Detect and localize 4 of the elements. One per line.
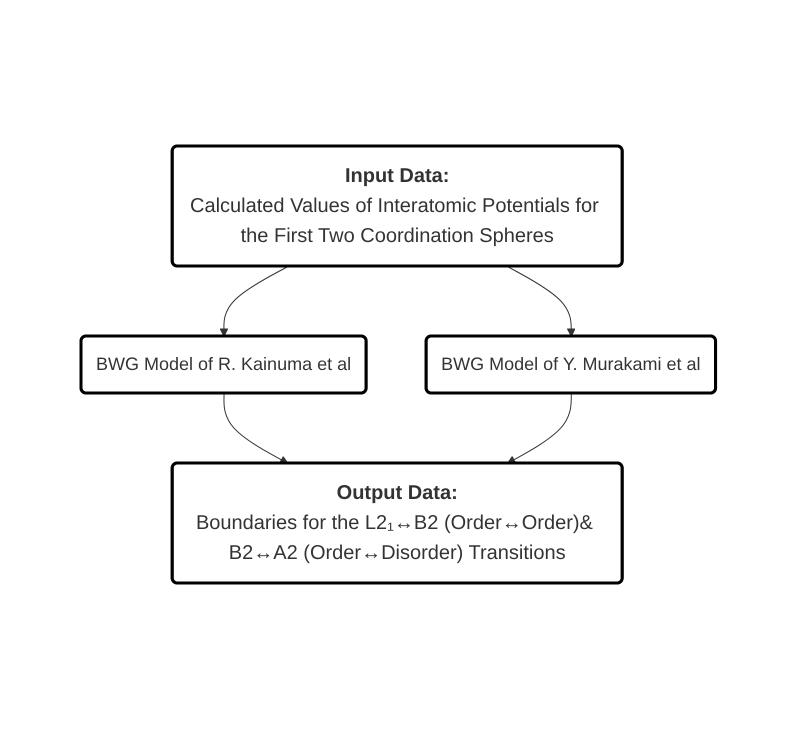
arrow xyxy=(223,393,288,464)
arrow xyxy=(506,266,576,337)
arrow xyxy=(219,266,288,337)
arrow xyxy=(506,393,572,464)
